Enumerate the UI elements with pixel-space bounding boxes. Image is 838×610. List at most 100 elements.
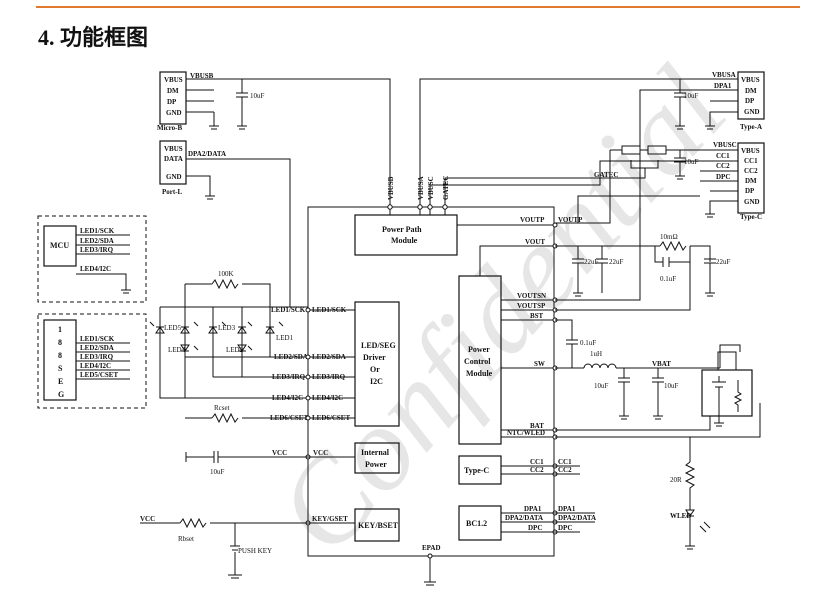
svg-text:WLED: WLED [670, 512, 691, 520]
svg-text:DP: DP [745, 97, 755, 105]
svg-text:DPA1: DPA1 [714, 82, 732, 90]
svg-text:Type-C: Type-C [740, 213, 762, 221]
svg-text:VBUS: VBUS [741, 76, 760, 84]
svg-text:GND: GND [166, 109, 182, 117]
svg-text:BAT: BAT [530, 422, 544, 430]
svg-text:DM: DM [167, 87, 179, 95]
bc12-module: BC1.2 [458, 505, 502, 541]
svg-text:LED1/SCK: LED1/SCK [271, 306, 306, 314]
battery-symbol [555, 344, 761, 438]
port-l-connector: VBUS DATA GND Port-L DPA2/DATA [159, 140, 226, 196]
svg-text:DP: DP [167, 98, 177, 106]
svg-text:LED4/I2C: LED4/I2C [80, 265, 111, 273]
svg-text:10uF: 10uF [250, 92, 265, 100]
svg-text:CC1: CC1 [558, 458, 572, 466]
svg-text:GATEC: GATEC [594, 171, 618, 179]
svg-text:VBUS: VBUS [164, 145, 183, 153]
svg-text:LED2/SDA: LED2/SDA [80, 237, 114, 245]
svg-text:MCU: MCU [50, 241, 69, 250]
svg-text:Or: Or [370, 365, 380, 374]
svg-text:8: 8 [58, 351, 62, 360]
svg-text:LED1: LED1 [276, 334, 294, 342]
svg-text:DPC: DPC [558, 524, 572, 532]
svg-text:LED4: LED4 [168, 346, 186, 354]
svg-text:LED3/IRQ: LED3/IRQ [272, 373, 306, 381]
svg-text:CC2: CC2 [716, 162, 730, 170]
svg-text:PUSH KEY: PUSH KEY [238, 547, 272, 555]
mcu-block: MCU LED1/SCK LED2/SDA LED3/IRQ LED4/I2C [37, 215, 147, 303]
svg-text:8: 8 [58, 338, 62, 347]
svg-text:DPA1: DPA1 [558, 505, 576, 513]
svg-text:LED3/IRQ: LED3/IRQ [312, 373, 346, 381]
svg-text:10uF: 10uF [664, 382, 679, 390]
seg-display-block: 1 8 8 S E G LED1/SCK LED2/SDA LED3/IRQ L… [37, 313, 147, 409]
svg-text:Module: Module [466, 369, 493, 378]
svg-text:Type-A: Type-A [740, 123, 762, 131]
svg-text:LED2/SDA: LED2/SDA [274, 353, 308, 361]
svg-text:10mΩ: 10mΩ [660, 233, 678, 241]
svg-text:CC2: CC2 [744, 167, 758, 175]
svg-text:VOUTSP: VOUTSP [517, 302, 546, 310]
svg-text:VBUSB: VBUSB [387, 176, 395, 200]
type-c-connector: VBUS CC1 CC2 DM DP GND Type-C VBUSC CC1 … [684, 141, 765, 221]
svg-text:DM: DM [745, 177, 757, 185]
svg-text:DPC: DPC [716, 173, 730, 181]
svg-text:100K: 100K [218, 270, 234, 278]
svg-text:Power Path: Power Path [382, 225, 422, 234]
svg-text:10uF: 10uF [684, 92, 699, 100]
svg-text:1: 1 [58, 325, 62, 334]
svg-text:VBUSC: VBUSC [427, 176, 435, 200]
svg-text:LED1/SCK: LED1/SCK [80, 335, 115, 343]
svg-text:Driver: Driver [363, 353, 386, 362]
svg-text:Rbset: Rbset [178, 535, 194, 543]
svg-text:I2C: I2C [370, 377, 383, 386]
svg-text:22uF: 22uF [609, 258, 624, 266]
header-rule [36, 6, 800, 8]
svg-text:VBAT: VBAT [652, 360, 671, 368]
svg-text:VCC: VCC [272, 449, 287, 457]
svg-text:LED4/I2C: LED4/I2C [312, 394, 343, 402]
svg-text:EPAD: EPAD [422, 544, 441, 552]
svg-text:CC2: CC2 [530, 466, 544, 474]
svg-text:VBUSC: VBUSC [713, 141, 737, 149]
svg-text:DPA2/DATA: DPA2/DATA [188, 150, 226, 158]
svg-text:Micro-B: Micro-B [157, 124, 182, 132]
svg-text:Module: Module [391, 236, 418, 245]
svg-text:DPA1: DPA1 [524, 505, 542, 513]
svg-text:22uF: 22uF [716, 258, 731, 266]
svg-text:LED3/IRQ: LED3/IRQ [80, 246, 114, 254]
svg-text:G: G [58, 390, 64, 399]
svg-text:DPA2/DATA: DPA2/DATA [558, 514, 596, 522]
svg-text:VCC: VCC [140, 515, 155, 523]
svg-text:LED2: LED2 [226, 346, 244, 354]
svg-text:SW: SW [534, 360, 545, 368]
svg-text:CC1: CC1 [744, 157, 758, 165]
svg-text:LED5: LED5 [164, 324, 182, 332]
svg-text:BC1.2: BC1.2 [466, 519, 487, 528]
svg-text:LED1/SCK: LED1/SCK [312, 306, 347, 314]
svg-text:E: E [58, 377, 63, 386]
svg-text:CC1: CC1 [530, 458, 544, 466]
svg-text:10uF: 10uF [210, 468, 225, 476]
svg-text:LED4/I2C: LED4/I2C [272, 394, 303, 402]
power-path-module: Power Path Module [354, 214, 458, 256]
key-bset-module: KEY/BSET [354, 508, 400, 542]
svg-text:VCC: VCC [313, 449, 328, 457]
internal-power-module: Internal Power [354, 442, 400, 474]
svg-text:Power: Power [468, 345, 490, 354]
svg-text:NTC/WLED: NTC/WLED [507, 429, 545, 437]
svg-text:DP: DP [745, 187, 755, 195]
svg-text:Rcset: Rcset [214, 404, 230, 412]
svg-text:VBUSA: VBUSA [417, 176, 425, 200]
vout-network: 10mΩ 22uF 22uF 22uF 0.1uF [555, 233, 731, 311]
led-network: 100K LED5 LED4 LED3 LED2 LED1 Rcset [149, 270, 308, 424]
sw-network: 0.1uF 1uH 10uF 10uF VBAT [555, 319, 720, 420]
svg-text:GATEC: GATEC [442, 176, 450, 200]
svg-text:LED2/SDA: LED2/SDA [80, 344, 114, 352]
svg-text:VBUSB: VBUSB [190, 72, 214, 80]
svg-text:10uF: 10uF [594, 382, 609, 390]
svg-text:22uF: 22uF [584, 258, 599, 266]
svg-text:10uF: 10uF [684, 158, 699, 166]
svg-text:VOUTP: VOUTP [558, 216, 583, 224]
